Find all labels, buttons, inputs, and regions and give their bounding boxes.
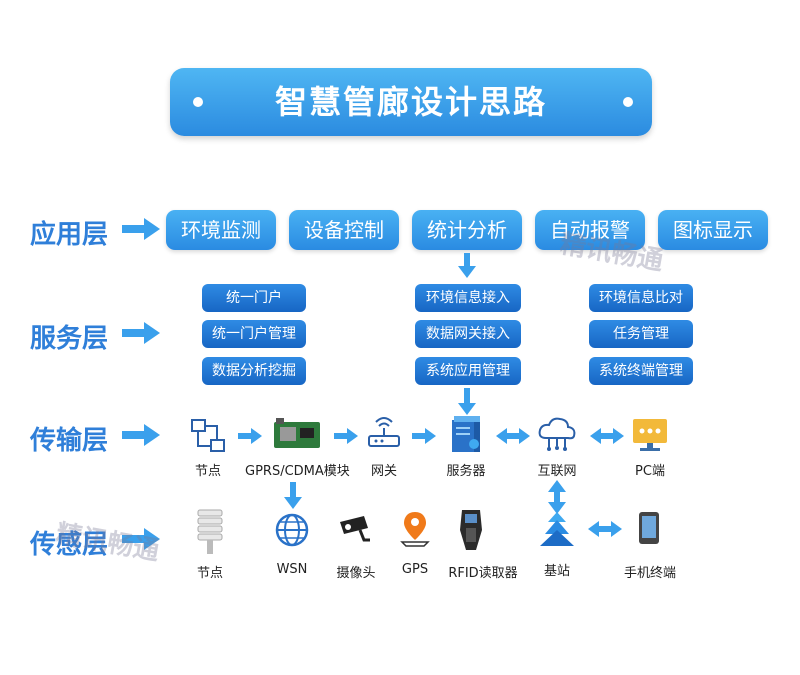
label-node-sensing: 节点	[196, 566, 223, 581]
gateway-router-icon	[368, 417, 400, 447]
banner-dot-right	[623, 97, 633, 107]
watermark-top: 精讯畅通	[557, 229, 666, 277]
svc-center-2: 系统应用管理	[415, 357, 521, 385]
label-pc: PC端	[635, 464, 665, 479]
banner-dot-left	[193, 97, 203, 107]
arrow-gprs-gateway-shaft	[334, 433, 348, 439]
app-box-alarm: 自动报警	[535, 210, 645, 250]
arrow-gprs-wsn-icon	[284, 497, 302, 509]
wsn-globe-icon	[275, 513, 309, 547]
node-icon	[191, 419, 225, 452]
arrow-server-internet-left-icon	[496, 428, 507, 444]
app-box-statistics: 统计分析	[412, 210, 522, 250]
arrow-stats-down-shaft	[464, 253, 470, 267]
svc-right-2: 系统终端管理	[589, 357, 693, 385]
sensor-node-icon	[197, 509, 223, 554]
svc-right-0: 环境信息比对	[589, 284, 693, 312]
label-mobile: 手机终端	[623, 566, 676, 581]
arrow-internet-pc-shaft	[600, 433, 614, 439]
arrow-base-mobile-right-icon	[611, 521, 622, 537]
svc-left-2: 数据分析挖掘	[202, 357, 306, 385]
arrow-server-internet-right-icon	[519, 428, 530, 444]
arrow-shaft-transport	[122, 431, 146, 439]
arrow-shaft-sensing	[122, 535, 146, 543]
arrow-gprs-gateway-icon	[347, 428, 358, 444]
page-title: 智慧管廊设计思路	[274, 83, 547, 121]
label-gps: GPS	[401, 562, 429, 577]
internet-cloud-icon	[538, 417, 576, 451]
label-server: 服务器	[446, 464, 486, 479]
label-node-transport: 节点	[194, 464, 221, 479]
arrow-svc-server-icon	[458, 403, 476, 415]
label-base-station: 基站	[543, 564, 570, 579]
app-box-chart-display: 图标显示	[658, 210, 768, 250]
arrow-gateway-server-shaft	[412, 433, 426, 439]
layer-label-app: 应用层	[30, 220, 109, 250]
layer-label-service: 服务层	[30, 324, 109, 354]
arrow-internet-pc-left-icon	[590, 428, 601, 444]
arrow-node-gprs-icon	[251, 428, 262, 444]
arrow-base-mobile-shaft	[598, 526, 612, 532]
svc-center-1: 数据网关接入	[415, 320, 521, 348]
pc-monitor-icon	[633, 419, 667, 451]
title-banner	[170, 68, 652, 136]
arrow-stats-down-icon	[458, 266, 476, 278]
label-gateway: 网关	[370, 464, 397, 479]
layer-label-sensing: 传感层	[30, 530, 109, 560]
arrow-internet-pc-right-icon	[613, 428, 624, 444]
app-box-device-control: 设备控制	[289, 210, 399, 250]
arrow-internet-base-shaft	[554, 492, 560, 502]
rfid-reader-icon	[460, 510, 482, 550]
label-rfid: RFID读取器	[448, 566, 518, 581]
arrow-service-icon	[144, 322, 160, 344]
arrow-internet-base-up-icon	[548, 480, 566, 492]
arrow-base-mobile-left-icon	[588, 521, 599, 537]
svc-right-1: 任务管理	[589, 320, 693, 348]
mobile-phone-icon	[639, 512, 659, 544]
app-box-env-monitor: 环境监测	[166, 210, 276, 250]
arrow-node-gprs-shaft	[238, 433, 252, 439]
label-camera: 摄像头	[336, 566, 376, 581]
base-station-icon	[540, 512, 574, 546]
arrow-shaft-service	[122, 329, 146, 337]
label-internet: 互联网	[537, 464, 577, 479]
gps-pin-icon	[400, 512, 430, 547]
arrow-server-internet-shaft	[506, 433, 520, 439]
arrow-internet-base-down-icon	[548, 502, 566, 514]
svc-center-0: 环境信息接入	[415, 284, 521, 312]
gprs-module-icon	[274, 418, 320, 448]
label-gprs: GPRS/CDMA模块	[245, 464, 350, 479]
arrow-transport-icon	[144, 424, 160, 446]
label-wsn: WSN	[276, 562, 308, 577]
layer-label-transport: 传输层	[30, 426, 109, 456]
server-icon	[452, 416, 480, 452]
svc-left-0: 统一门户	[202, 284, 306, 312]
arrow-shaft-app	[122, 225, 146, 233]
camera-icon	[340, 516, 370, 542]
svc-left-1: 统一门户管理	[202, 320, 306, 348]
arrow-svc-server-shaft	[464, 388, 470, 404]
arrow-sensing-icon	[144, 528, 160, 550]
arrow-app-icon	[144, 218, 160, 240]
arrow-gateway-server-icon	[425, 428, 436, 444]
arrow-gprs-wsn-shaft	[290, 482, 296, 498]
